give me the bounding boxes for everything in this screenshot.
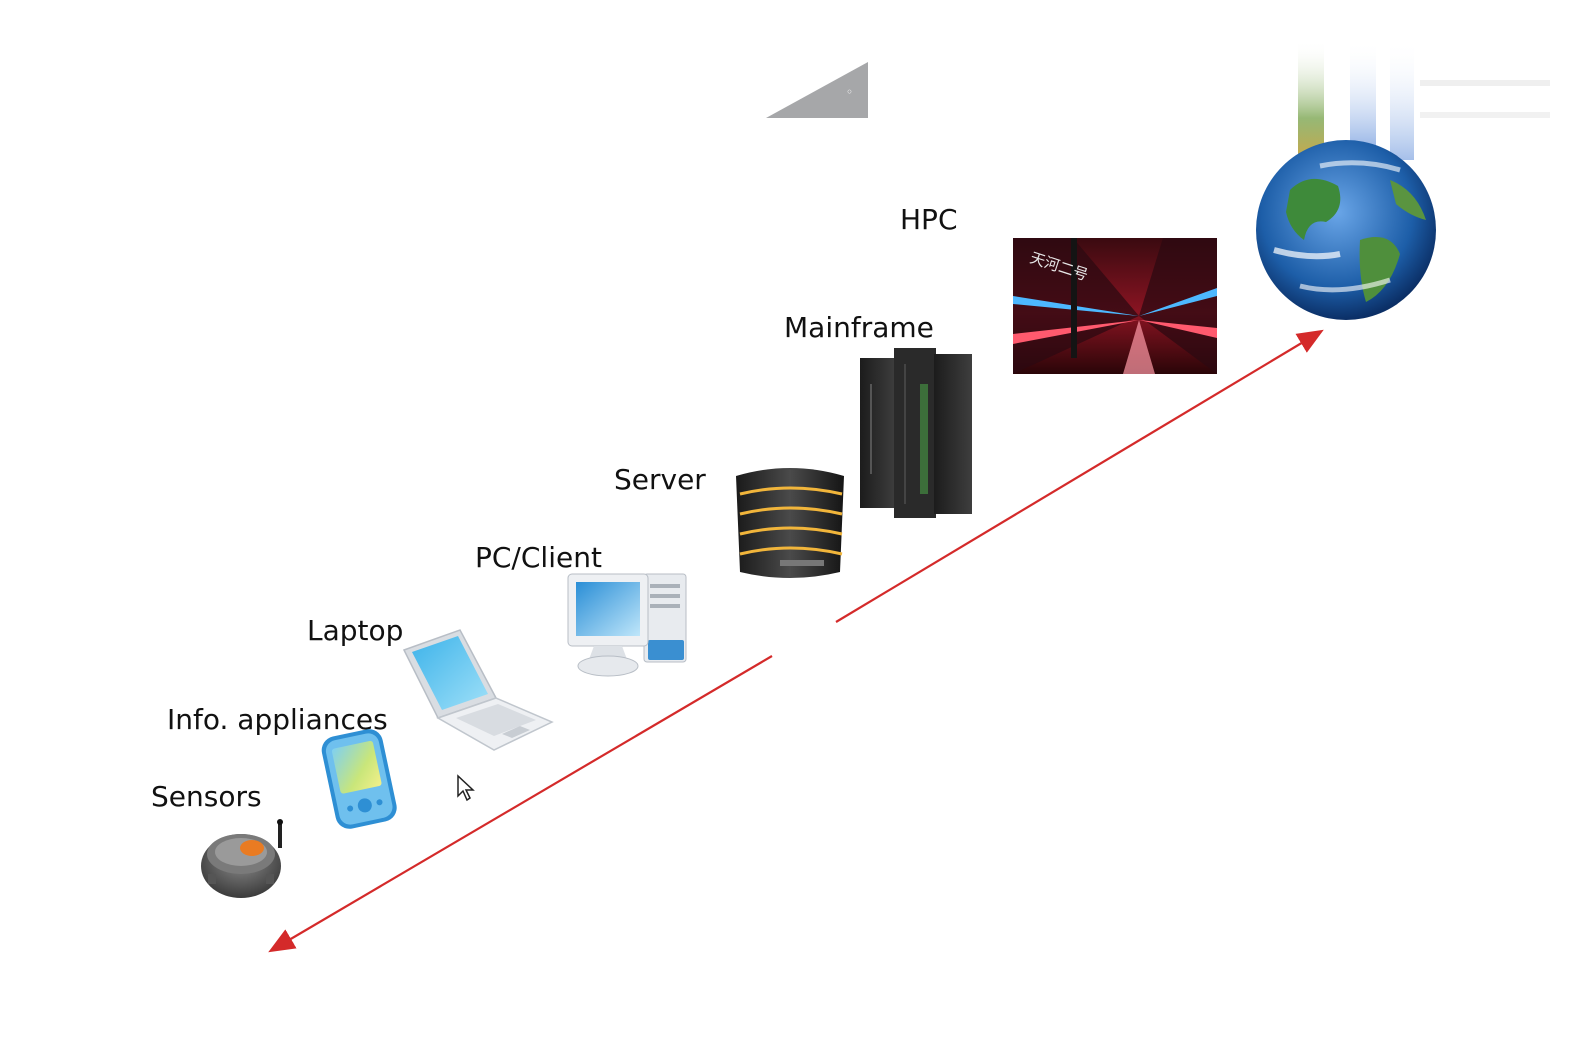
supercomputer-photo: 天河二号 (1013, 238, 1217, 374)
laptop-icon (402, 629, 554, 751)
label-server: Server (614, 463, 706, 496)
label-sensors: Sensors (151, 780, 262, 813)
label-pc-client: PC/Client (475, 541, 602, 574)
sensor-device-icon (201, 819, 283, 898)
label-mainframe: Mainframe (784, 311, 934, 344)
earth-globe-icon (1256, 40, 1550, 320)
mainframe-icon (860, 348, 972, 518)
label-laptop: Laptop (307, 614, 404, 647)
label-info-appliances: Info. appliances (167, 703, 388, 736)
label-hpc: HPC (900, 203, 958, 236)
mouse-cursor-icon (457, 774, 475, 802)
desktop-pc-icon (567, 573, 687, 677)
overlay-triangle: ◦ (766, 62, 868, 118)
pda-icon (321, 729, 397, 829)
server-icon (736, 468, 844, 578)
svg-text:◦: ◦ (846, 85, 853, 99)
